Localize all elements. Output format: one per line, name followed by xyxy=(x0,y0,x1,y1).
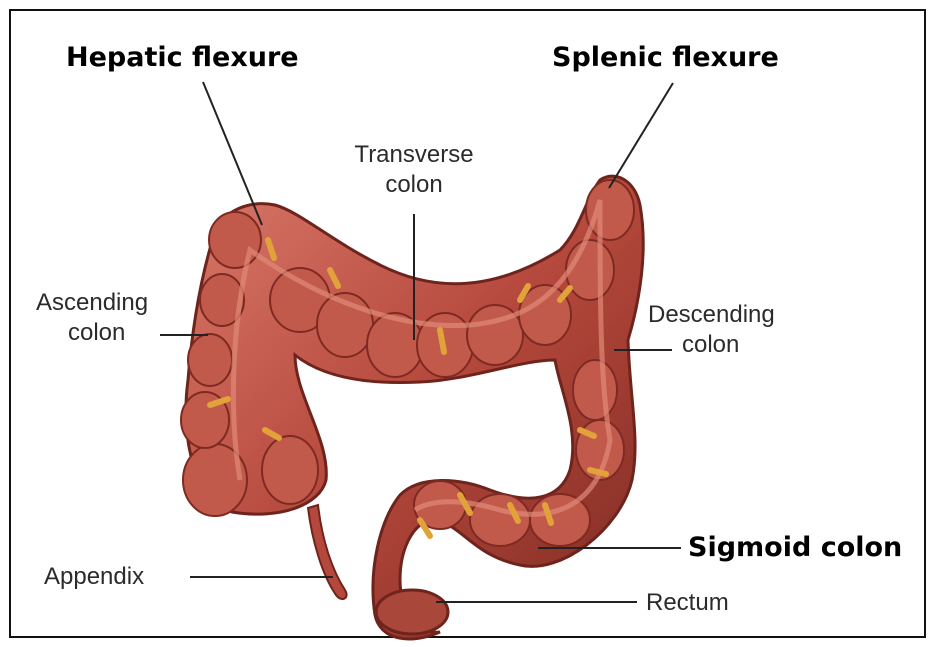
descending-colon-line-2: colon xyxy=(648,330,775,360)
ascending-colon-line-2: colon xyxy=(36,318,148,348)
ascending-colon-label: Ascending colon xyxy=(36,288,148,348)
splenic-flexure-leader xyxy=(609,83,673,188)
ascending-colon-line-1: Ascending xyxy=(36,288,148,318)
colon-body xyxy=(181,176,643,639)
appendix-shape xyxy=(308,505,347,599)
appendix-label: Appendix xyxy=(44,562,144,592)
splenic-flexure-label: Splenic flexure xyxy=(552,42,779,74)
descending-colon-label: Descending colon xyxy=(648,300,775,360)
rectum-label: Rectum xyxy=(646,588,729,618)
transverse-colon-line-1: Transverse xyxy=(334,140,494,170)
transverse-colon-label: Transverse colon xyxy=(334,140,494,200)
hepatic-flexure-label: Hepatic flexure xyxy=(66,42,299,74)
sigmoid-colon-label: Sigmoid colon xyxy=(688,532,902,564)
hepatic-flexure-leader xyxy=(203,82,262,225)
transverse-colon-line-2: colon xyxy=(334,170,494,200)
rectum-end xyxy=(376,590,448,634)
descending-colon-line-1: Descending xyxy=(648,300,775,330)
